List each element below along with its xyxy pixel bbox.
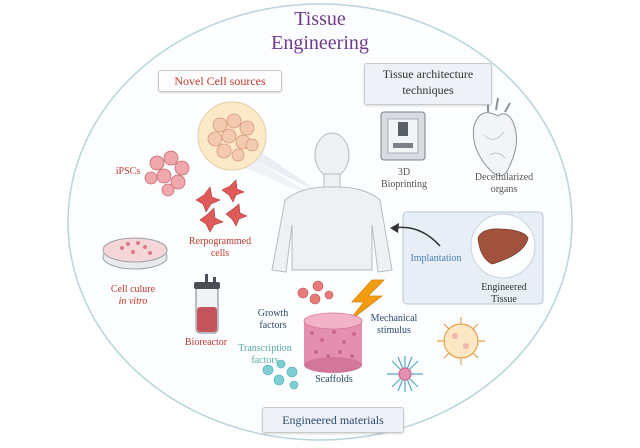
label-engineered-tissue: Engineered Tissue xyxy=(472,282,536,306)
petri-dish-icon xyxy=(102,237,168,270)
label-cell-culture: Cell culure in vitro xyxy=(98,284,168,308)
label-3d-bioprinting-line-2: Bioprinting xyxy=(380,179,428,190)
label-implantation: Implantation xyxy=(410,253,462,264)
label-scaffolds: Scaffolds xyxy=(315,374,353,385)
label-bioreactor: Bioreactor xyxy=(184,337,228,348)
reprogrammed-cells-icon xyxy=(195,179,248,233)
label-cell-culture-line-1: Cell culure xyxy=(110,284,156,295)
implantation-arrowhead xyxy=(390,223,399,233)
label-mechanical-stimulus-line-2: stimulus xyxy=(377,325,411,336)
title-line-1: Tissue xyxy=(294,8,346,30)
bioprinter-icon xyxy=(380,111,426,161)
tissue-architecture-line-1: Tissue architecture xyxy=(382,67,474,81)
ipscs-icon xyxy=(144,150,190,197)
label-reprogrammed-line-1: Rerpogrammed xyxy=(188,236,252,247)
label-decellularized-line-2: organs xyxy=(490,184,518,195)
cell-cluster-icon xyxy=(207,113,259,162)
label-mechanical-stimulus-line-1: Mechanical xyxy=(370,313,418,324)
mechanical-stimulus-icon xyxy=(347,279,385,323)
tissue-architecture-line-2: techniques xyxy=(402,83,454,97)
label-decellularized-line-1: Decellularized xyxy=(474,172,534,183)
human-body-icon xyxy=(271,132,393,273)
title-line-2: Engineering xyxy=(271,32,369,54)
liver-icon xyxy=(470,213,536,279)
label-ipscs: iPSCs xyxy=(115,166,141,177)
label-reprogrammed-line-2: cells xyxy=(210,248,230,259)
label-engineered-tissue-line-1: Engineered xyxy=(481,282,527,293)
tissue-architecture-box: Tissue architecture techniques xyxy=(364,63,492,105)
label-cell-culture-line-2: in vitro xyxy=(118,296,148,307)
label-growth-factors: Growth factors xyxy=(248,308,298,332)
label-transcription-factors-line-1: Transcription xyxy=(238,343,292,354)
scaffold-icon xyxy=(303,312,363,373)
label-mechanical-stimulus: Mechanical stimulus xyxy=(362,313,426,337)
nanoparticle-icon xyxy=(437,317,485,365)
label-growth-factors-line-1: Growth xyxy=(257,308,289,319)
growth-factors-icon xyxy=(297,280,334,305)
micelle-icon xyxy=(387,356,423,392)
label-growth-factors-line-2: factors xyxy=(259,320,287,331)
novel-cell-sources-box: Novel Cell sources xyxy=(158,70,282,92)
label-3d-bioprinting-line-1: 3D xyxy=(397,167,411,178)
bioreactor-icon xyxy=(194,274,220,334)
label-3d-bioprinting: 3D Bioprinting xyxy=(372,167,436,191)
label-reprogrammed: Rerpogrammed cells xyxy=(180,236,260,260)
label-decellularized: Decellularized organs xyxy=(462,172,546,196)
transcription-factors-icon xyxy=(262,359,299,390)
label-transcription-factors-line-2: factors xyxy=(251,355,279,366)
engineered-materials-box: Engineered materials xyxy=(262,407,404,433)
label-transcription-factors: Transcription factors xyxy=(228,343,302,367)
label-engineered-tissue-line-2: Tissue xyxy=(491,294,517,305)
